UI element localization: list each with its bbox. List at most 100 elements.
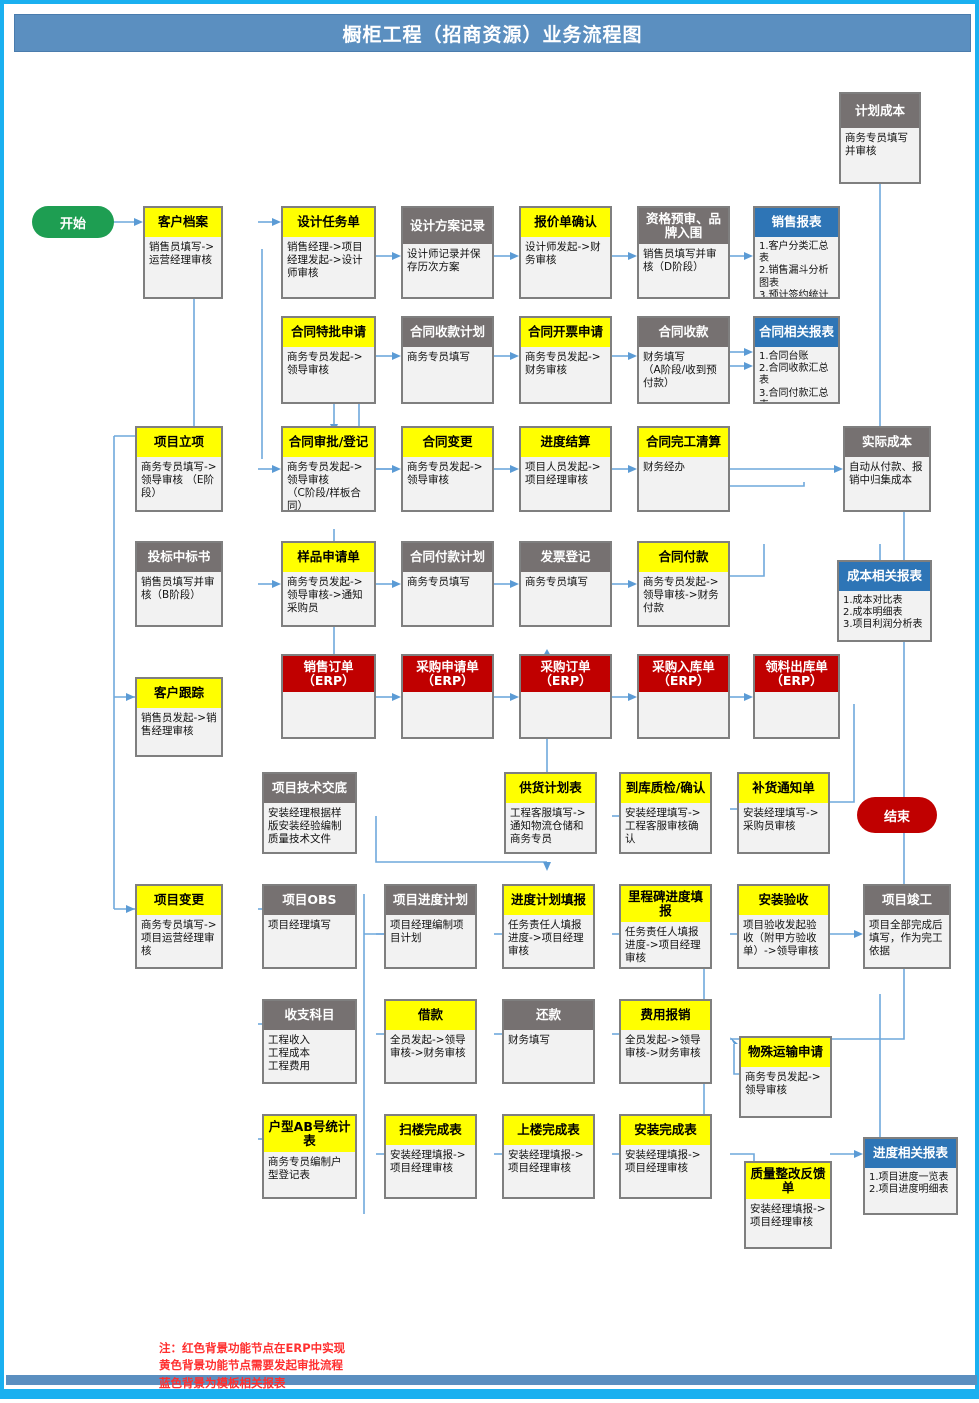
node-project-setup[interactable]: 项目立项 商务专员填写->领导审核 （E阶段）: [135, 426, 223, 512]
node-install-done[interactable]: 安装完成表 安装经理填报->项目经理审核: [619, 1114, 712, 1199]
node-repay[interactable]: 还款 财务填写: [502, 999, 595, 1084]
node-body: 设计师发起->财务审核: [525, 241, 601, 267]
node-title: 设计任务单: [283, 208, 374, 237]
node-sales-order[interactable]: 销售订单 （ERP）: [281, 654, 376, 739]
node-qc-confirm[interactable]: 到库质检/确认 安装经理填写->工程客服审核确认: [619, 772, 712, 854]
node-title: 户型AB号统计表: [264, 1116, 355, 1152]
node-body: 自动从付款、报销中归集成本: [849, 461, 923, 487]
node-body: 安装经理填报->项目经理审核: [625, 1149, 701, 1175]
node-title: 安装验收: [739, 886, 828, 915]
node-install-accept[interactable]: 安装验收 项目验收发起验收（附甲方验收单）->领导审核: [737, 884, 830, 969]
node-milestone-fill[interactable]: 里程碑进度填报 任务责任人填报进度->项目经理审核: [619, 884, 712, 969]
node-replenish[interactable]: 补货通知单 安装经理填写->采购员审核: [737, 772, 830, 854]
node-body: 安装经理填写->采购员审核: [743, 807, 819, 833]
node-body: 全员发起->领导审核->财务审核: [625, 1034, 701, 1060]
node-invoice-reg[interactable]: 发票登记 商务专员填写: [519, 541, 612, 627]
node-contract-special[interactable]: 合同特批申请 商务专员发起->领导审核: [281, 316, 376, 404]
node-title: 项目变更: [137, 886, 221, 915]
node-title: 进度相关报表: [865, 1139, 956, 1168]
footer-bar: [6, 1375, 977, 1385]
node-quote-confirm[interactable]: 报价单确认 设计师发起->财务审核: [519, 206, 612, 299]
node-contract-change[interactable]: 合同变更 商务专员发起->领导审核: [401, 426, 494, 512]
node-sales-report[interactable]: 销售报表 1.客户分类汇总表 2.销售漏斗分析图表 3.预计签约统计图表: [753, 206, 840, 299]
node-title: 项目竣工: [865, 886, 949, 915]
end-terminal: 结束: [857, 797, 937, 833]
node-body: 商务专员发起->领导审核: [745, 1071, 821, 1097]
node-contract-close[interactable]: 合同完工清算 财务经办: [637, 426, 730, 512]
node-title: 采购订单 （ERP）: [521, 656, 610, 692]
node-body: [521, 692, 610, 737]
node-cost-report[interactable]: 成本相关报表 1.成本对比表 2.成本明细表 3.项目利润分析表: [837, 560, 932, 642]
node-body: 项目验收发起验收（附甲方验收单）->领导审核: [743, 919, 819, 958]
node-project-obs[interactable]: 项目OBS 项目经理填写: [262, 884, 357, 969]
node-body: 商务专员填写并审核: [845, 132, 908, 158]
node-borrow[interactable]: 借款 全员发起->领导审核->财务审核: [384, 999, 477, 1084]
node-sched-report[interactable]: 进度相关报表 1.项目进度一览表 2.项目进度明细表: [863, 1137, 958, 1215]
node-title: 资格预审、品牌入围: [639, 208, 728, 244]
node-actual-cost[interactable]: 实际成本 自动从付款、报销中归集成本: [843, 426, 931, 512]
node-title: 费用报销: [621, 1001, 710, 1030]
node-title: 供货计划表: [506, 774, 595, 803]
node-ab-stat[interactable]: 户型AB号统计表 商务专员编制户型登记表: [262, 1114, 357, 1199]
node-contract-recv[interactable]: 合同收款 财务填写 （A阶段/收到预付款）: [637, 316, 730, 404]
node-quality-fix[interactable]: 质量整改反馈单 安装经理填报->项目经理审核: [744, 1161, 832, 1249]
node-title: 合同相关报表: [755, 318, 838, 347]
node-design-task[interactable]: 设计任务单 销售经理->项目经理发起->设计师审核: [281, 206, 376, 299]
node-project-sched[interactable]: 项目进度计划 项目经理编制项目计划: [384, 884, 477, 969]
node-title: 合同付款: [639, 543, 728, 572]
node-body: 全员发起->领导审核->财务审核: [390, 1034, 466, 1060]
node-purchase-in[interactable]: 采购入库单 （ERP）: [637, 654, 730, 739]
node-design-record[interactable]: 设计方案记录 设计师记录并保存历次方案: [401, 206, 494, 299]
node-body: 财务填写: [508, 1034, 550, 1046]
node-progress-settle[interactable]: 进度结算 项目人员发起->项目经理审核: [519, 426, 612, 512]
node-material-out[interactable]: 领料出库单 （ERP）: [753, 654, 840, 739]
node-body: 商务专员发起->领导审核->财务付款: [643, 576, 719, 615]
node-body: 项目全部完成后填写，作为完工依据: [869, 919, 943, 958]
node-purchase-order[interactable]: 采购订单 （ERP）: [519, 654, 612, 739]
node-project-done[interactable]: 项目竣工 项目全部完成后填写，作为完工依据: [863, 884, 951, 969]
node-sample-apply[interactable]: 样品申请单 商务专员发起->领导审核->通知采购员: [281, 541, 376, 627]
node-supply-plan[interactable]: 供货计划表 工程客服填写->通知物流仓储和商务专员: [504, 772, 597, 854]
node-body: 任务责任人填报进度->项目经理审核: [625, 926, 701, 965]
node-title: 合同审批/登记: [283, 428, 374, 457]
node-bid-award[interactable]: 投标中标书 销售员填写并审核（B阶段）: [135, 541, 223, 627]
node-project-change[interactable]: 项目变更 商务专员填写->项目运营经理审核: [135, 884, 223, 969]
node-body: 项目经理编制项目计划: [390, 919, 464, 945]
node-title: 销售订单 （ERP）: [283, 656, 374, 692]
node-special-trans[interactable]: 物殊运输申请 商务专员发起->领导审核: [739, 1036, 832, 1118]
node-sched-fill[interactable]: 进度计划填报 任务责任人填报进度->项目经理审核: [502, 884, 595, 969]
node-contract-pay[interactable]: 合同付款 商务专员发起->领导审核->财务付款: [637, 541, 730, 627]
node-title: 安装完成表: [621, 1116, 710, 1145]
node-body: 1.成本对比表 2.成本明细表 3.项目利润分析表: [843, 595, 923, 631]
node-pay-plan[interactable]: 合同付款计划 商务专员填写: [401, 541, 494, 627]
node-title: 客户档案: [145, 208, 221, 237]
node-customer-track[interactable]: 客户跟踪 销售员发起->销售经理审核: [135, 677, 223, 757]
node-body: [283, 692, 374, 737]
node-customer-file[interactable]: 客户档案 销售员填写->运营经理审核: [143, 206, 223, 299]
node-body: 1.合同台账 2.合同收款汇总表 3.合同付款汇总表: [759, 351, 829, 402]
node-prequalify[interactable]: 资格预审、品牌入围 销售员填写并审核（D阶段）: [637, 206, 730, 299]
node-body: 商务专员发起->领导审核: [287, 351, 363, 377]
node-tech-brief[interactable]: 项目技术交底 安装经理根据样版安装经验编制质量技术文件: [262, 772, 357, 854]
node-purchase-req[interactable]: 采购申请单 （ERP）: [401, 654, 494, 739]
node-plan-cost[interactable]: 计划成本 商务专员填写并审核: [839, 92, 921, 184]
node-contract-report[interactable]: 合同相关报表 1.合同台账 2.合同收款汇总表 3.合同付款汇总表: [753, 316, 840, 404]
node-title: 设计方案记录: [403, 208, 492, 244]
node-expense[interactable]: 费用报销 全员发起->领导审核->财务审核: [619, 999, 712, 1084]
start-terminal: 开始: [32, 206, 114, 238]
node-body: 商务专员填写: [407, 351, 470, 363]
node-up-done[interactable]: 上楼完成表 安装经理填报->项目经理审核: [502, 1114, 595, 1199]
node-contract-approve[interactable]: 合同审批/登记 商务专员发起->领导审核 （C阶段/样板合同）: [281, 426, 376, 512]
node-body: 1.项目进度一览表 2.项目进度明细表: [869, 1172, 949, 1196]
node-body: 安装经理填报->项目经理审核: [390, 1149, 466, 1175]
node-body: 财务填写 （A阶段/收到预付款）: [643, 351, 717, 390]
node-title: 补货通知单: [739, 774, 828, 803]
node-income-subject[interactable]: 收支科目 工程收入 工程成本 工程费用: [262, 999, 357, 1084]
node-body: 项目经理填写: [268, 919, 331, 931]
node-scan-done[interactable]: 扫楼完成表 安装经理填报->项目经理审核: [384, 1114, 477, 1199]
node-invoice-apply[interactable]: 合同开票申请 商务专员发起->财务审核: [519, 316, 612, 404]
node-body: 商务专员填写: [407, 576, 470, 588]
node-recv-plan[interactable]: 合同收款计划 商务专员填写: [401, 316, 494, 404]
node-body: 销售员发起->销售经理审核: [141, 712, 217, 738]
node-title: 合同付款计划: [403, 543, 492, 572]
